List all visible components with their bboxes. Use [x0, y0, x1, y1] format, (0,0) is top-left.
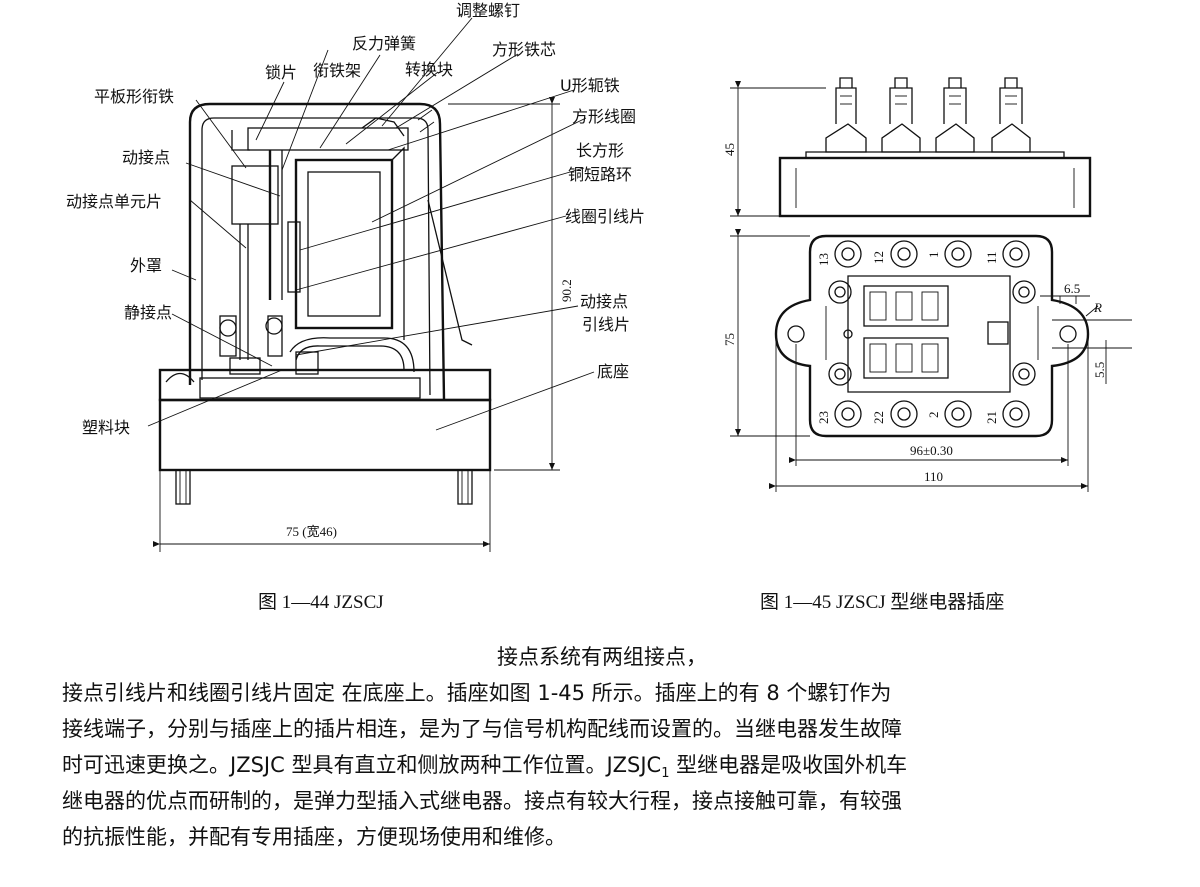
label-armature-frame: 衔铁架	[313, 61, 361, 80]
socket-drawing	[730, 77, 1132, 492]
text-line-3-main: 时可迅速更换之。JZSJC 型具有直立和侧放两种工作位置。JZSJC	[62, 753, 662, 777]
terminal-11: 11	[984, 251, 999, 264]
terminal-12: 12	[871, 251, 886, 264]
text-line-3: 时可迅速更换之。JZSJC 型具有直立和侧放两种工作位置。JZSJC1 型继电器…	[62, 747, 907, 792]
dim-hole-5-5: 5.5	[1092, 362, 1107, 378]
label-reaction-spring: 反力弹簧	[352, 34, 416, 53]
text-line-0: 接点系统有两组接点，	[497, 645, 707, 669]
dim-hole-6-5: 6.5	[1064, 281, 1080, 296]
terminal-23: 23	[816, 411, 831, 424]
dim-radius-r: R	[1093, 300, 1102, 315]
text-line-1: 接点引线片和线圈引线片固定 在底座上。插座如图 1-45 所示。插座上的有 8 …	[62, 681, 892, 705]
label-moving-contact-unit: 动接点单元片	[66, 192, 162, 211]
dim-height-90-2: 90.2	[559, 279, 574, 302]
dim-outer-width: 110	[924, 469, 943, 484]
label-copper-ring: 铜短路环	[568, 165, 632, 184]
label-static-contact: 静接点	[124, 303, 172, 322]
terminal-22: 22	[871, 411, 886, 424]
text-line-5: 的抗振性能，并配有专用插座，方便现场使用和维修。	[62, 825, 566, 849]
label-lock-plate: 锁片	[265, 63, 297, 82]
label-square-coil: 方形线圈	[572, 107, 636, 126]
socket-slots	[869, 291, 939, 373]
label-u-yoke: U形轭铁	[560, 76, 620, 95]
dim-side-height-45: 45	[722, 143, 737, 156]
terminal-1: 1	[926, 252, 941, 259]
figure-caption-1-45: 图 1—45 JZSCJ 型继电器插座	[760, 592, 1005, 613]
label-switch-block: 转换块	[405, 60, 453, 79]
figure-caption-1-44: 图 1—44 JZSCJ	[258, 592, 384, 613]
label-adjust-screw: 调整螺钉	[456, 1, 520, 20]
top-screw-row	[834, 240, 1030, 268]
label-moving-contact-2: 动接点	[580, 292, 628, 311]
terminal-21: 21	[984, 411, 999, 424]
label-square-core: 方形铁芯	[492, 40, 556, 59]
terminal-13: 13	[816, 253, 831, 266]
label-flat-armature: 平板形衔铁	[94, 87, 174, 106]
figures-canvas: 调整螺钉 反力弹簧 锁片 衔铁架 转换块 方形铁芯 U形轭铁 平板形衔铁 方形线…	[66, 1, 1132, 552]
label-coil-lead: 线圈引线片	[565, 207, 645, 226]
label-plastic-block: 塑料块	[82, 418, 130, 437]
relay-drawing	[147, 17, 595, 552]
side-terminals	[825, 77, 1031, 153]
label-lead-strip: 引线片	[582, 315, 630, 334]
dim-width-75: 75 (宽46)	[286, 524, 337, 539]
text-line-2: 接线端子，分别与插座上的插片相连，是为了与信号机构配线而设置的。当继电器发生故障	[62, 717, 902, 741]
text-line-3-end: 型继电器是吸收国外机车	[669, 753, 908, 777]
dim-inner-width: 96±0.30	[910, 443, 953, 458]
text-line-3-subscript: 1	[661, 766, 670, 782]
label-moving-contact: 动接点	[122, 148, 170, 167]
terminal-2: 2	[926, 412, 941, 419]
bottom-screw-row	[834, 400, 1030, 428]
text-line-4: 继电器的优点而研制的，是弹力型插入式继电器。接点有较大行程，接点接触可靠，有较强	[62, 789, 902, 813]
label-rectangular: 长方形	[576, 141, 624, 160]
label-cover: 外罩	[130, 256, 162, 275]
label-base: 底座	[597, 362, 629, 381]
dim-top-height-75: 75	[722, 333, 737, 346]
